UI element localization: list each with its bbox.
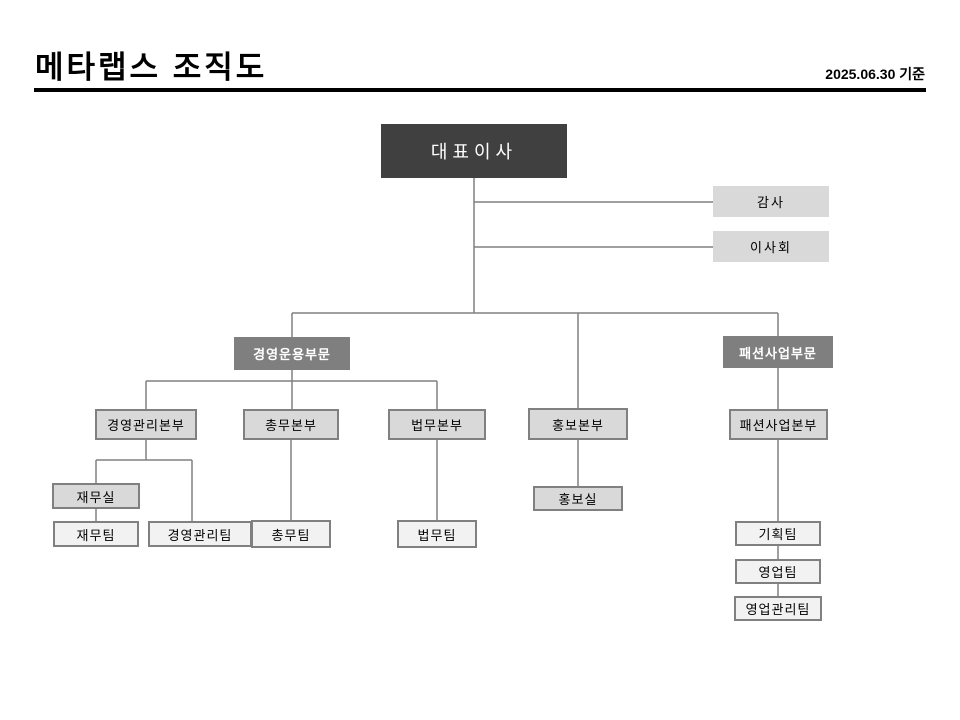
org-node-hq-management: 경영관리본부 <box>95 409 197 440</box>
org-node-auditor: 감사 <box>713 186 829 217</box>
org-node-team-planning: 기획팀 <box>735 521 821 546</box>
org-node-office-finance: 재무실 <box>52 483 140 509</box>
org-node-team-finance: 재무팀 <box>53 521 139 547</box>
org-node-board: 이사회 <box>713 231 829 262</box>
org-node-team-management: 경영관리팀 <box>148 521 252 547</box>
date-note: 2025.06.30 기준 <box>825 66 925 82</box>
title-underline <box>34 88 926 92</box>
org-node-division-fashion: 패션사업부문 <box>723 336 833 368</box>
org-node-team-sales-management: 영업관리팀 <box>734 596 822 621</box>
org-node-office-pr: 홍보실 <box>533 486 623 511</box>
org-node-ceo: 대표이사 <box>381 124 567 178</box>
org-node-hq-pr: 홍보본부 <box>528 408 628 440</box>
org-node-hq-fashion: 패션사업본부 <box>729 409 828 440</box>
page-title: 메타랩스 조직도 <box>35 50 268 85</box>
org-node-hq-legal: 법무본부 <box>388 409 486 440</box>
org-node-team-sales: 영업팀 <box>735 559 821 584</box>
org-node-team-legal: 법무팀 <box>397 520 477 548</box>
org-node-division-management: 경영운용부문 <box>234 337 350 370</box>
org-node-team-general-affairs: 총무팀 <box>251 520 331 548</box>
org-node-hq-general-affairs: 총무본부 <box>243 409 339 440</box>
